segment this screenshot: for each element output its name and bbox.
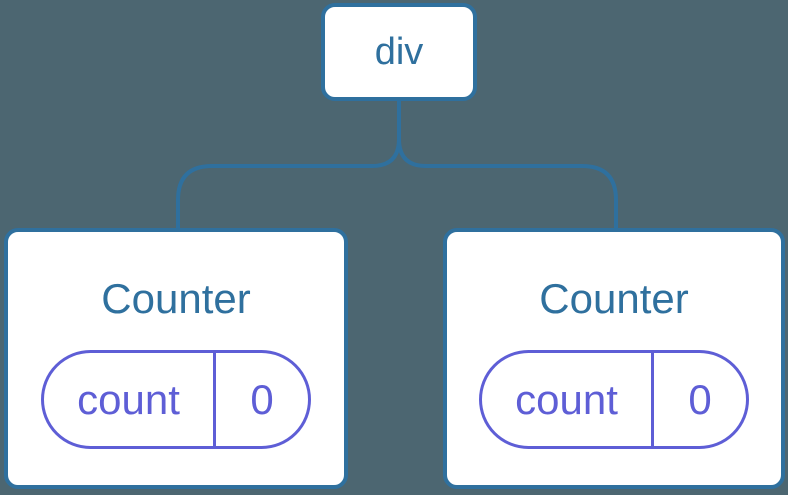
state-key-label: count <box>77 375 180 423</box>
state-value-cell: 0 <box>216 353 308 446</box>
counter-title: Counter <box>101 275 251 322</box>
state-pill: count 0 <box>479 350 749 450</box>
counter-card-right: Counter count 0 <box>443 228 785 489</box>
state-value-label: 0 <box>688 375 712 423</box>
state-value-label: 0 <box>250 375 274 423</box>
state-pill: count 0 <box>41 350 311 450</box>
counter-title: Counter <box>539 275 689 322</box>
connector-right-branch <box>397 101 618 228</box>
counter-card-left: Counter count 0 <box>4 228 348 489</box>
root-node-div: div <box>321 3 477 101</box>
state-key-cell: count <box>44 353 216 447</box>
state-key-label: count <box>515 375 618 423</box>
root-node-label: div <box>374 31 424 73</box>
state-value-cell: 0 <box>654 353 746 446</box>
connector-left-branch <box>176 101 401 228</box>
state-key-cell: count <box>482 353 654 447</box>
